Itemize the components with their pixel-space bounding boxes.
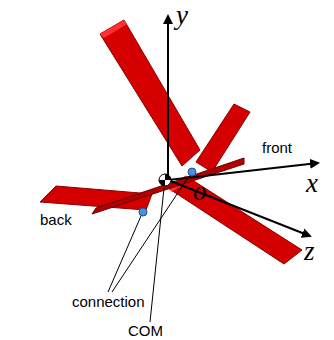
direction-label: front [262, 140, 292, 155]
axis-label: x [306, 170, 318, 197]
origin-label: o [193, 178, 207, 205]
direction-label: back [40, 212, 72, 227]
callout-label: connection [72, 294, 145, 309]
axis-label: z [304, 238, 315, 265]
callout-label: COM [128, 323, 163, 338]
axis-label: y [176, 2, 188, 29]
